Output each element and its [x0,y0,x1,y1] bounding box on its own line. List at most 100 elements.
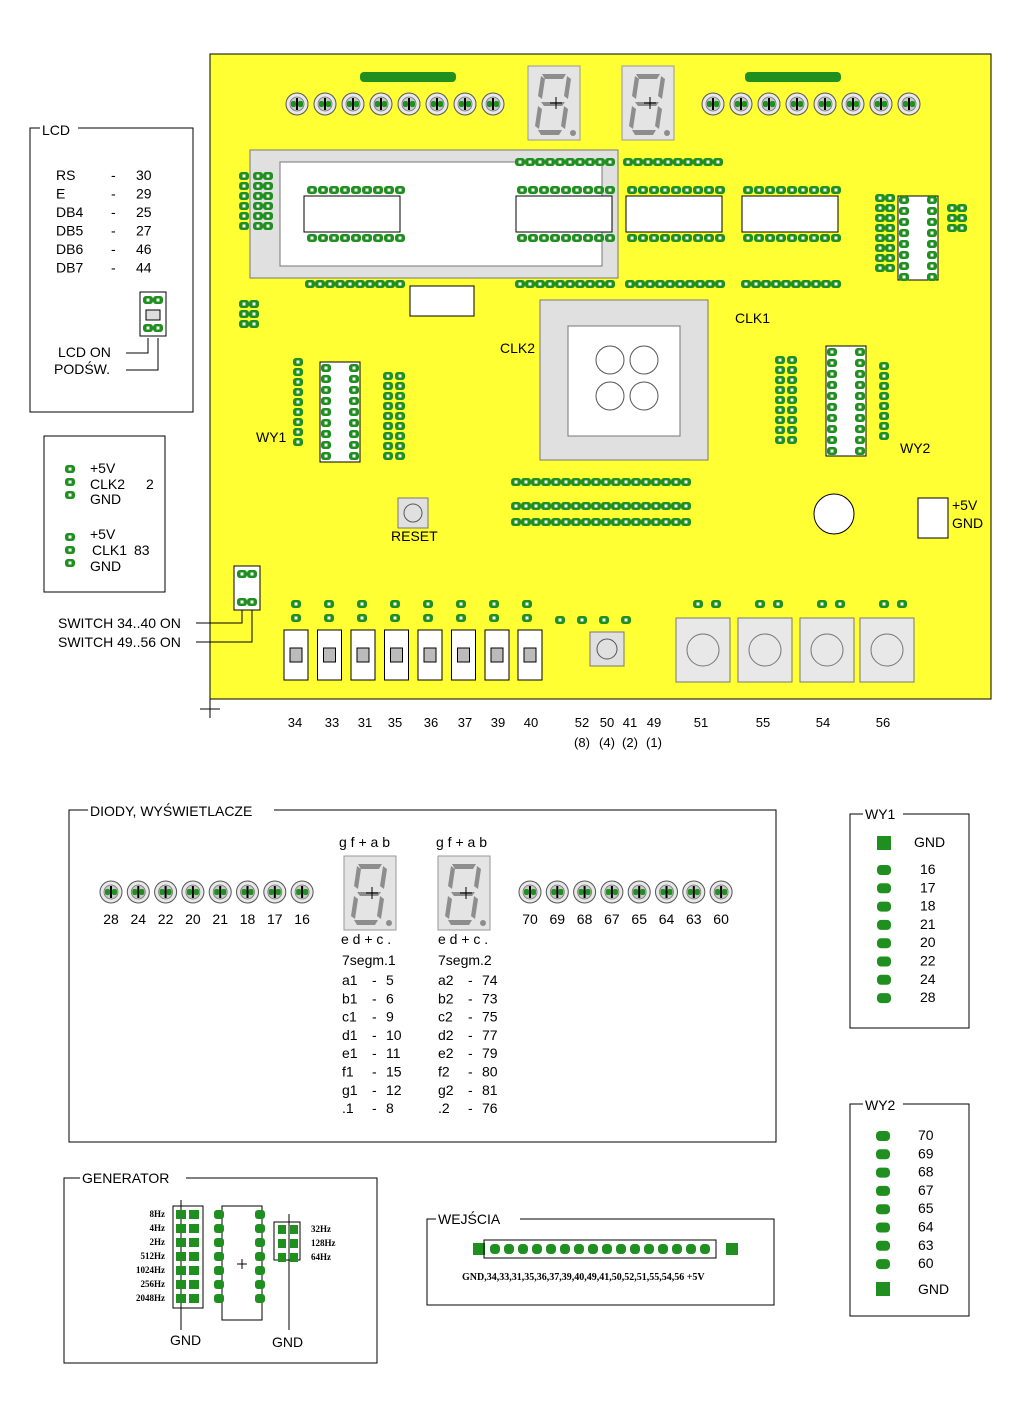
pad [511,518,521,526]
top-led-row-left [285,72,505,116]
pad [375,280,385,288]
pad [885,244,895,252]
wy2-pin: 64 [918,1219,934,1235]
board-gnd-label: GND [952,515,983,531]
pad [551,478,561,486]
pad [927,240,937,248]
board-pin-number: 33 [325,715,339,730]
wy-pad [876,1222,890,1233]
pad [253,172,263,180]
pad [743,234,753,242]
pad [581,478,591,486]
pad [661,518,671,526]
pad [385,280,395,288]
pad [776,186,786,194]
seg-signal-pin: 80 [482,1064,498,1080]
pad [671,234,681,242]
pad [947,204,957,212]
pad [263,182,273,190]
pad [357,600,367,608]
seg-signal-name: g1 [342,1082,358,1098]
wy1-pin: 18 [920,898,936,914]
input-pad [672,1244,682,1254]
pad [835,600,845,608]
clk2-gnd: GND [90,491,121,507]
led [545,880,569,904]
pad [855,370,865,378]
gen-pad [255,1280,265,1289]
pad [349,441,359,449]
gen-pad [255,1266,265,1275]
pad [741,280,751,288]
pad [249,310,259,318]
lcd-box [29,127,194,413]
pad [395,432,405,440]
input-pad [504,1244,514,1254]
pad [693,600,703,608]
pad [345,280,355,288]
pad [855,436,865,444]
input-pad [518,1244,528,1254]
pad [820,186,830,194]
pad [291,600,301,608]
pad [775,356,785,364]
wy-pad [877,919,891,930]
pad [572,186,582,194]
board-pin-weight: (4) [599,735,615,750]
pad [555,280,565,288]
pad [685,280,695,288]
pad [531,502,541,510]
pad [395,412,405,420]
pad [631,478,641,486]
lcd-signal-pin: 27 [136,223,152,239]
input-pad [700,1244,710,1254]
pad [395,372,405,380]
gen-pad [189,1210,199,1219]
wy1-pin: 28 [920,989,936,1005]
board-pin-number: 39 [491,715,505,730]
lcd-signal-name: DB6 [56,241,83,257]
wejscia-box [426,1218,775,1306]
pad [395,442,405,450]
seg-signal-dash: - [468,1009,473,1025]
led-pin-right: 60 [713,911,729,927]
input-pad [658,1244,668,1254]
pad [787,356,797,364]
pad [641,502,651,510]
pad [879,412,889,420]
generator-gnd-1: GND [170,1332,201,1348]
pad [855,447,865,455]
seg-signal-name: d1 [342,1027,358,1043]
clk2-5v: +5V [90,460,116,476]
lcd-signal-pin: 25 [136,204,152,220]
pad [621,478,631,486]
pad [661,478,671,486]
gen-pad [214,1224,224,1233]
pad [239,202,249,210]
pad [765,234,775,242]
pad [715,280,725,288]
board-wy2-label: WY2 [900,440,931,456]
pad [601,478,611,486]
pad [651,518,661,526]
pad [253,182,263,190]
board-pin-number: 49 [647,715,661,730]
seg-signal-pin: 77 [482,1027,498,1043]
wejscia-pin-list: GND,34,33,31,35,36,37,39,40,49,41,50,52,… [462,1272,705,1283]
pad [305,280,315,288]
pad [239,172,249,180]
pad [605,158,615,166]
seg1-top-pins: g f + a b [339,834,390,850]
board-pin-weight: (2) [622,735,638,750]
pad [649,186,659,194]
pad [801,280,811,288]
generator-freq-left: 2048Hz [136,1293,165,1303]
generator-freq-left: 4Hz [150,1223,166,1233]
pad [751,280,761,288]
pad [591,478,601,486]
pad [511,502,521,510]
pad [623,158,633,166]
pad [775,426,785,434]
board-pin-number: 52 [575,715,589,730]
pad [665,280,675,288]
